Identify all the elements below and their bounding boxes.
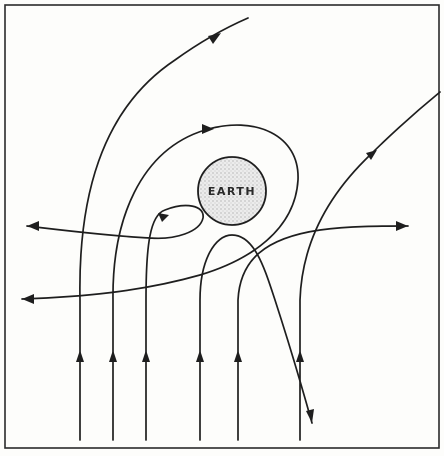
arrowhead-icon [158, 213, 169, 222]
arrowhead-icon [142, 350, 150, 362]
arrowhead-icon [76, 350, 84, 362]
arrowhead-icon [306, 409, 314, 423]
trajectory-1 [80, 18, 248, 440]
trajectory-3 [27, 206, 203, 440]
arrowhead-icon [22, 294, 34, 304]
trajectory-6 [300, 92, 440, 440]
arrowhead-icon [202, 124, 214, 134]
earth-label: EARTH [208, 185, 256, 198]
arrowhead-icon [234, 350, 242, 362]
arrowhead-icon [396, 221, 408, 231]
trajectory-5 [238, 226, 408, 440]
arrowhead-icon [27, 221, 39, 231]
arrowhead-icon [109, 350, 117, 362]
earth: EARTH [198, 157, 266, 225]
arrowhead-icon [296, 350, 304, 362]
trajectory-4 [200, 235, 312, 440]
arrowhead-icon [196, 350, 204, 362]
arrowhead-icon [208, 33, 221, 44]
